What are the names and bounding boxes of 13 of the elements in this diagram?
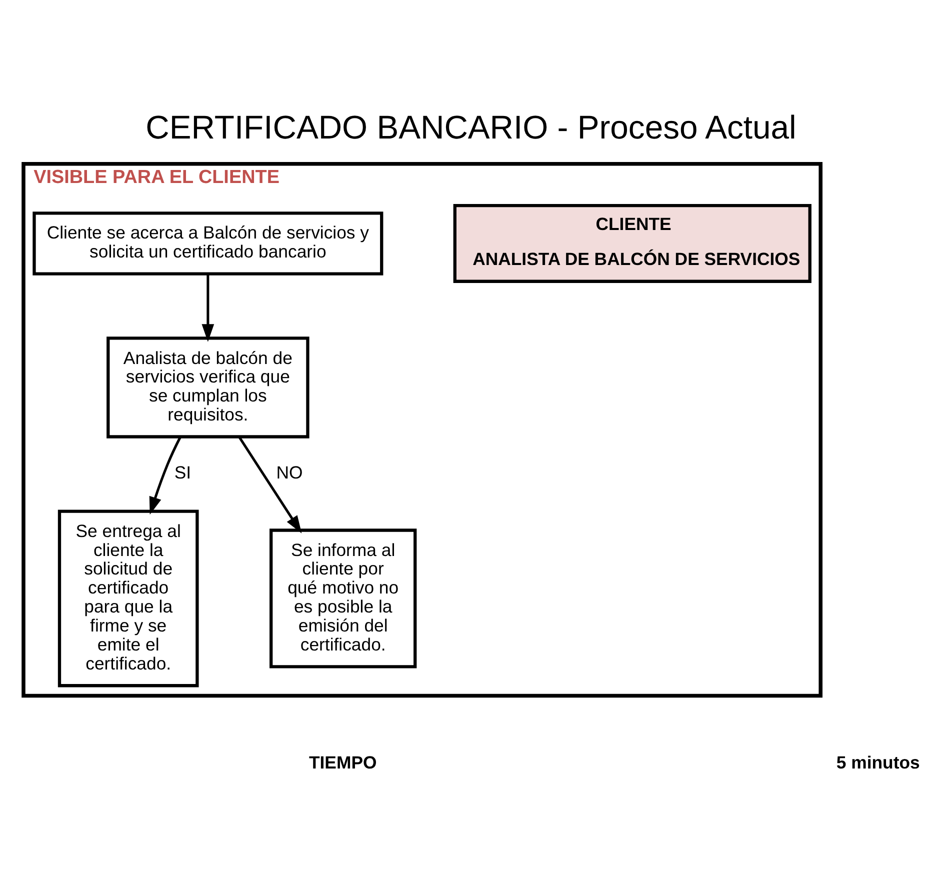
arrow	[202, 274, 214, 342]
node-box: CLIENTE ANALISTA DE BALCÓN DE SERVICIOS	[453, 204, 812, 283]
label: TIEMPO	[308, 752, 377, 773]
node-box: Se informa al cliente por qué motivo no es posible la emisión del certificado.	[270, 528, 417, 668]
label: 5 minutos	[836, 752, 920, 773]
diagram-title: CERTIFICADO BANCARIO - Proceso Actual	[146, 108, 796, 146]
arrow	[149, 436, 182, 515]
edge-label: NO	[276, 462, 303, 483]
node-box: Analista de balcón de servicios verifica que se cumplan los requisitos.	[106, 336, 310, 438]
node-box: Se entrega al cliente la solicitud de certificado para que la firme y se emite el certificado.	[58, 510, 199, 688]
arrow	[238, 436, 302, 534]
edge-label: SI	[174, 462, 192, 483]
node-box: Cliente se acerca a Balcón de servicios y solicita un certificado bancario	[32, 212, 384, 276]
